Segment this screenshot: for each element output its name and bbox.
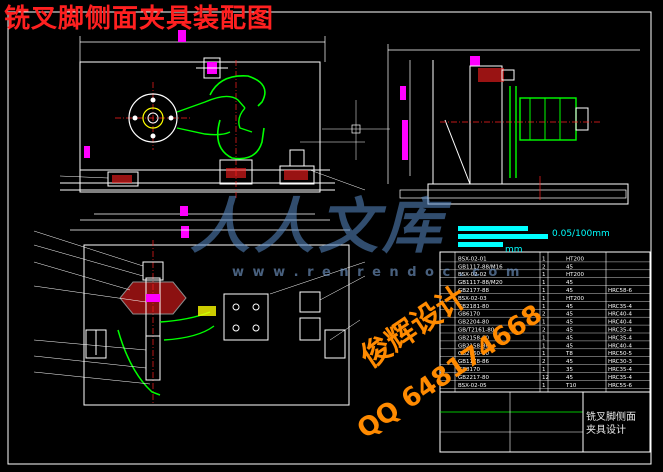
bom-cell-extra: HRC35-4: [608, 367, 633, 373]
bom-cell-qty: 1: [542, 320, 546, 326]
bom-cell-material: HT200: [566, 272, 584, 278]
front-view: [59, 30, 390, 221]
bom-cell-material: 45: [566, 343, 573, 349]
bom-cell-material: 45: [566, 320, 573, 326]
bom-cell-code: GB1178-86: [458, 359, 490, 365]
bom-cell-material: 45: [566, 328, 573, 334]
title-block-grid: [439, 391, 651, 453]
watermark-site: w w w . r e n r e n d o c . c o m: [232, 265, 522, 280]
bom-cell-code: GB2177-88: [458, 288, 490, 294]
bom-cell-qty: 1: [542, 367, 546, 373]
bom-cell-qty: 2: [542, 328, 546, 334]
bom-cell-material: HT200: [566, 296, 584, 302]
bom-cell-qty: 2: [542, 312, 546, 318]
bom-cell-code: GB2158-80: [458, 343, 490, 349]
bom-cell-code: GB8170: [458, 367, 481, 373]
bom-cell-code: BSX-02-02: [458, 272, 487, 278]
bom-cell-material: 45: [566, 375, 573, 381]
bom-cell-code: BSX-02-05: [458, 383, 487, 389]
bom-cell-extra: HRC35-4: [608, 328, 633, 334]
bom-cell-material: 35: [566, 367, 573, 373]
note-unit: mm: [505, 245, 523, 255]
technical-notes: [458, 226, 548, 247]
bom-cell-extra: HRC55-6: [608, 383, 633, 389]
top-view: [33, 226, 366, 406]
bom-cell-extra: HRC30-3: [608, 359, 633, 365]
bom-cell-code: GB2158-80: [458, 335, 490, 341]
bom-cell-code: GB2160-80: [458, 351, 490, 357]
bom-cell-material: HT200: [566, 256, 584, 262]
bom-cell-qty: 2: [542, 359, 546, 365]
bom-cell-material: T8: [565, 351, 573, 357]
bom-cell-extra: HRC35-4: [608, 335, 633, 341]
bom-cell-extra: HRC40-4: [608, 312, 633, 318]
note-tolerance: 0.05/100mm: [552, 229, 610, 239]
bom-cell-code: BSX-02-03: [458, 296, 487, 302]
bom-cell-extra: HRC50-5: [608, 351, 633, 357]
bom-cell-material: 45: [566, 288, 573, 294]
bom-cell-qty: 1: [542, 343, 546, 349]
side-view: [387, 44, 640, 205]
watermark-brand: 人人文库: [190, 192, 446, 262]
title-block-name-line1: 铣叉脚侧面: [586, 412, 636, 423]
bom-cell-qty: 2: [542, 264, 546, 270]
bom-cell-extra: HRC40-4: [608, 343, 633, 349]
bom-cell-material: 45: [566, 264, 573, 270]
bom-cell-extra: HRC40-4: [608, 320, 633, 326]
bom-cell-material: 45: [566, 280, 573, 286]
bom-cell-code: BSX-02-01: [458, 256, 487, 262]
bom-cell-material: 45: [566, 335, 573, 341]
bom-cell-extra: HRC58-6: [608, 288, 633, 294]
bom-cell-material: 45: [566, 312, 573, 318]
bom-cell-material: 45: [566, 304, 573, 310]
drawing-title: 铣叉脚侧面夹具装配图: [4, 4, 275, 34]
bom-cell-qty: 1: [542, 383, 546, 389]
bom-cell-extra: HRC35-4: [608, 375, 633, 381]
bom-cell-code: GB6170: [458, 312, 481, 318]
bom-cell-qty: 1: [542, 256, 546, 262]
title-block-name-line2: 夹具设计: [586, 425, 626, 436]
bom-cell-code: GB2181-80: [458, 304, 490, 310]
bom-cell-material: T10: [565, 383, 577, 389]
bom-cell-extra: HRC35-4: [608, 304, 633, 310]
bom-cell-qty: 1: [542, 335, 546, 341]
bom-cell-qty: 1: [542, 304, 546, 310]
bom-cell-qty: 12: [542, 375, 549, 381]
bom-cell-code: GB2217-80: [458, 375, 490, 381]
bom-cell-qty: 1: [542, 272, 546, 278]
bom-cell-code: GB2204-80: [458, 320, 490, 326]
bom-cell-code: GB1117-88/M20: [458, 280, 503, 286]
bom-cell-code: GB1117-88/M16: [458, 264, 503, 270]
bom-cell-qty: 1: [542, 288, 546, 294]
bom-cell-qty: 1: [542, 351, 546, 357]
sheet-border: [7, 11, 652, 465]
bom-cell-qty: 1: [542, 280, 546, 286]
bom-cell-code: GB/T2161-80: [458, 328, 495, 334]
bom-cell-qty: 1: [542, 296, 546, 302]
bom-cell-material: 45: [566, 359, 573, 365]
